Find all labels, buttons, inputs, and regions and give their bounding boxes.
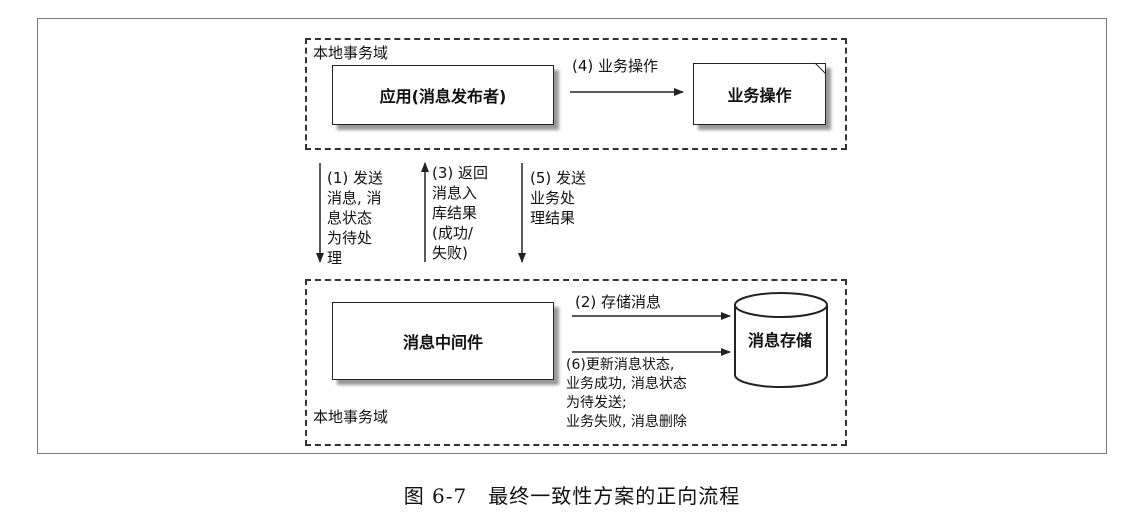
edge-1-label: (1) 发送 消息, 消 息状态 为待处 理 (327, 169, 384, 267)
edge-3-label: (3) 返回 消息入 库结果 (成功/ 失败) (432, 164, 489, 262)
app-publisher-box: 应用(消息发布者) (332, 65, 554, 125)
figure-caption: 图 6-7 最终一致性方案的正向流程 (403, 484, 741, 508)
message-store-cylinder (734, 292, 828, 388)
message-store-label: 消息存储 (748, 331, 813, 350)
figure-frame (37, 18, 1107, 454)
edge-2-label: (2) 存储消息 (575, 293, 662, 311)
edge-4-label: (4) 业务操作 (572, 57, 659, 75)
app-publisher-label: 应用(消息发布者) (379, 87, 507, 106)
edge-6-label: (6)更新消息状态, 业务成功, 消息状态 为待发送; 业务失败, 消息删除 (566, 357, 687, 430)
message-middleware-label: 消息中间件 (402, 333, 483, 352)
message-middleware-box: 消息中间件 (332, 302, 554, 380)
edge-5-label: (5) 发送 业务处 理结果 (530, 169, 587, 227)
top-local-transaction-domain (305, 38, 847, 150)
business-operation-box: 业务操作 (693, 63, 826, 125)
bottom-local-transaction-domain (305, 279, 847, 446)
top-domain-label: 本地事务域 (313, 44, 389, 62)
business-operation-label: 业务操作 (727, 86, 792, 105)
bottom-domain-label: 本地事务域 (313, 408, 389, 426)
fold-corner (814, 62, 827, 75)
